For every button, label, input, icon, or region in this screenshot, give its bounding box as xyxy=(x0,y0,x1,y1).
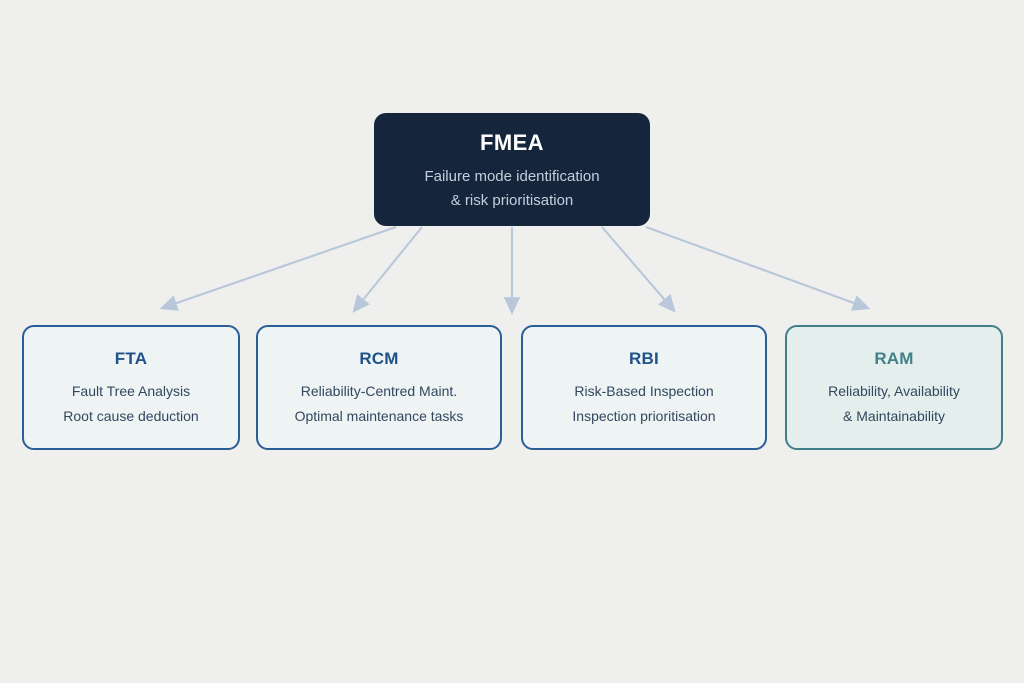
leaf-node-subtitle: Fault Tree Analysis Root cause deduction xyxy=(63,382,199,424)
leaf-node-title: RAM xyxy=(874,348,914,368)
leaf-node-subtitle: Reliability, Availability & Maintainabil… xyxy=(828,382,960,424)
leaf-node-title: FTA xyxy=(114,348,148,368)
connector-fmea-to-ram-outer xyxy=(645,226,871,311)
root-node-title: FMEA xyxy=(480,130,544,155)
leaf-node-rbi[interactable]: RBI Risk-Based Inspection Inspection pri… xyxy=(521,325,767,450)
leaf-node-subtitle: Reliability-Centred Maint. Optimal maint… xyxy=(294,382,464,424)
root-node-fmea[interactable]: FMEA Failure mode identification & risk … xyxy=(374,113,650,226)
connector-fmea-to-ram xyxy=(601,226,676,313)
leaf-node-rcm[interactable]: RCM Reliability-Centred Maint. Optimal m… xyxy=(256,325,502,450)
leaf-node-subtitle: Risk-Based Inspection Inspection priorit… xyxy=(572,382,716,424)
root-node-subtitle: Failure mode identification & risk prior… xyxy=(424,168,600,209)
leaf-node-fta[interactable]: FTA Fault Tree Analysis Root cause deduc… xyxy=(22,325,240,450)
connector-fmea-to-fta xyxy=(159,226,397,311)
connector-fmea-to-rcm xyxy=(352,226,423,313)
leaf-node-title: RBI xyxy=(629,348,659,368)
leaf-node-ram[interactable]: RAM Reliability, Availability & Maintain… xyxy=(785,325,1003,450)
leaf-node-title: RCM xyxy=(359,348,399,368)
